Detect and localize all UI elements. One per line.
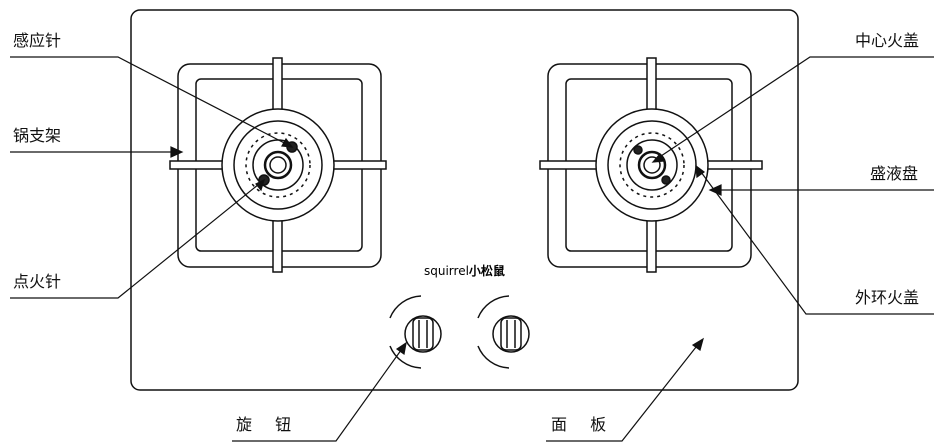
label-knob: 旋 钮 [236,415,301,434]
label-drip-tray: 盛液盘 [870,164,919,183]
right-knob [477,295,530,369]
label-ignition-needle: 点火针 [13,272,62,291]
label-center-cap: 中心火盖 [855,31,920,50]
right-burner [539,57,763,273]
left-burner [169,57,387,273]
label-outer-ring-cap: 外环火盖 [855,288,920,307]
left-knob [389,295,442,369]
label-pot-support: 锅支架 [13,126,62,145]
brand-latin: squirrel [424,264,469,278]
brand-logo: squirrel小松鼠 [424,262,505,279]
label-panel: 面 板 [551,415,616,434]
brand-cn: 小松鼠 [468,264,505,278]
label-sensor-needle: 感应针 [13,31,62,50]
leader-lines [10,56,934,442]
stove-panel [130,9,799,391]
